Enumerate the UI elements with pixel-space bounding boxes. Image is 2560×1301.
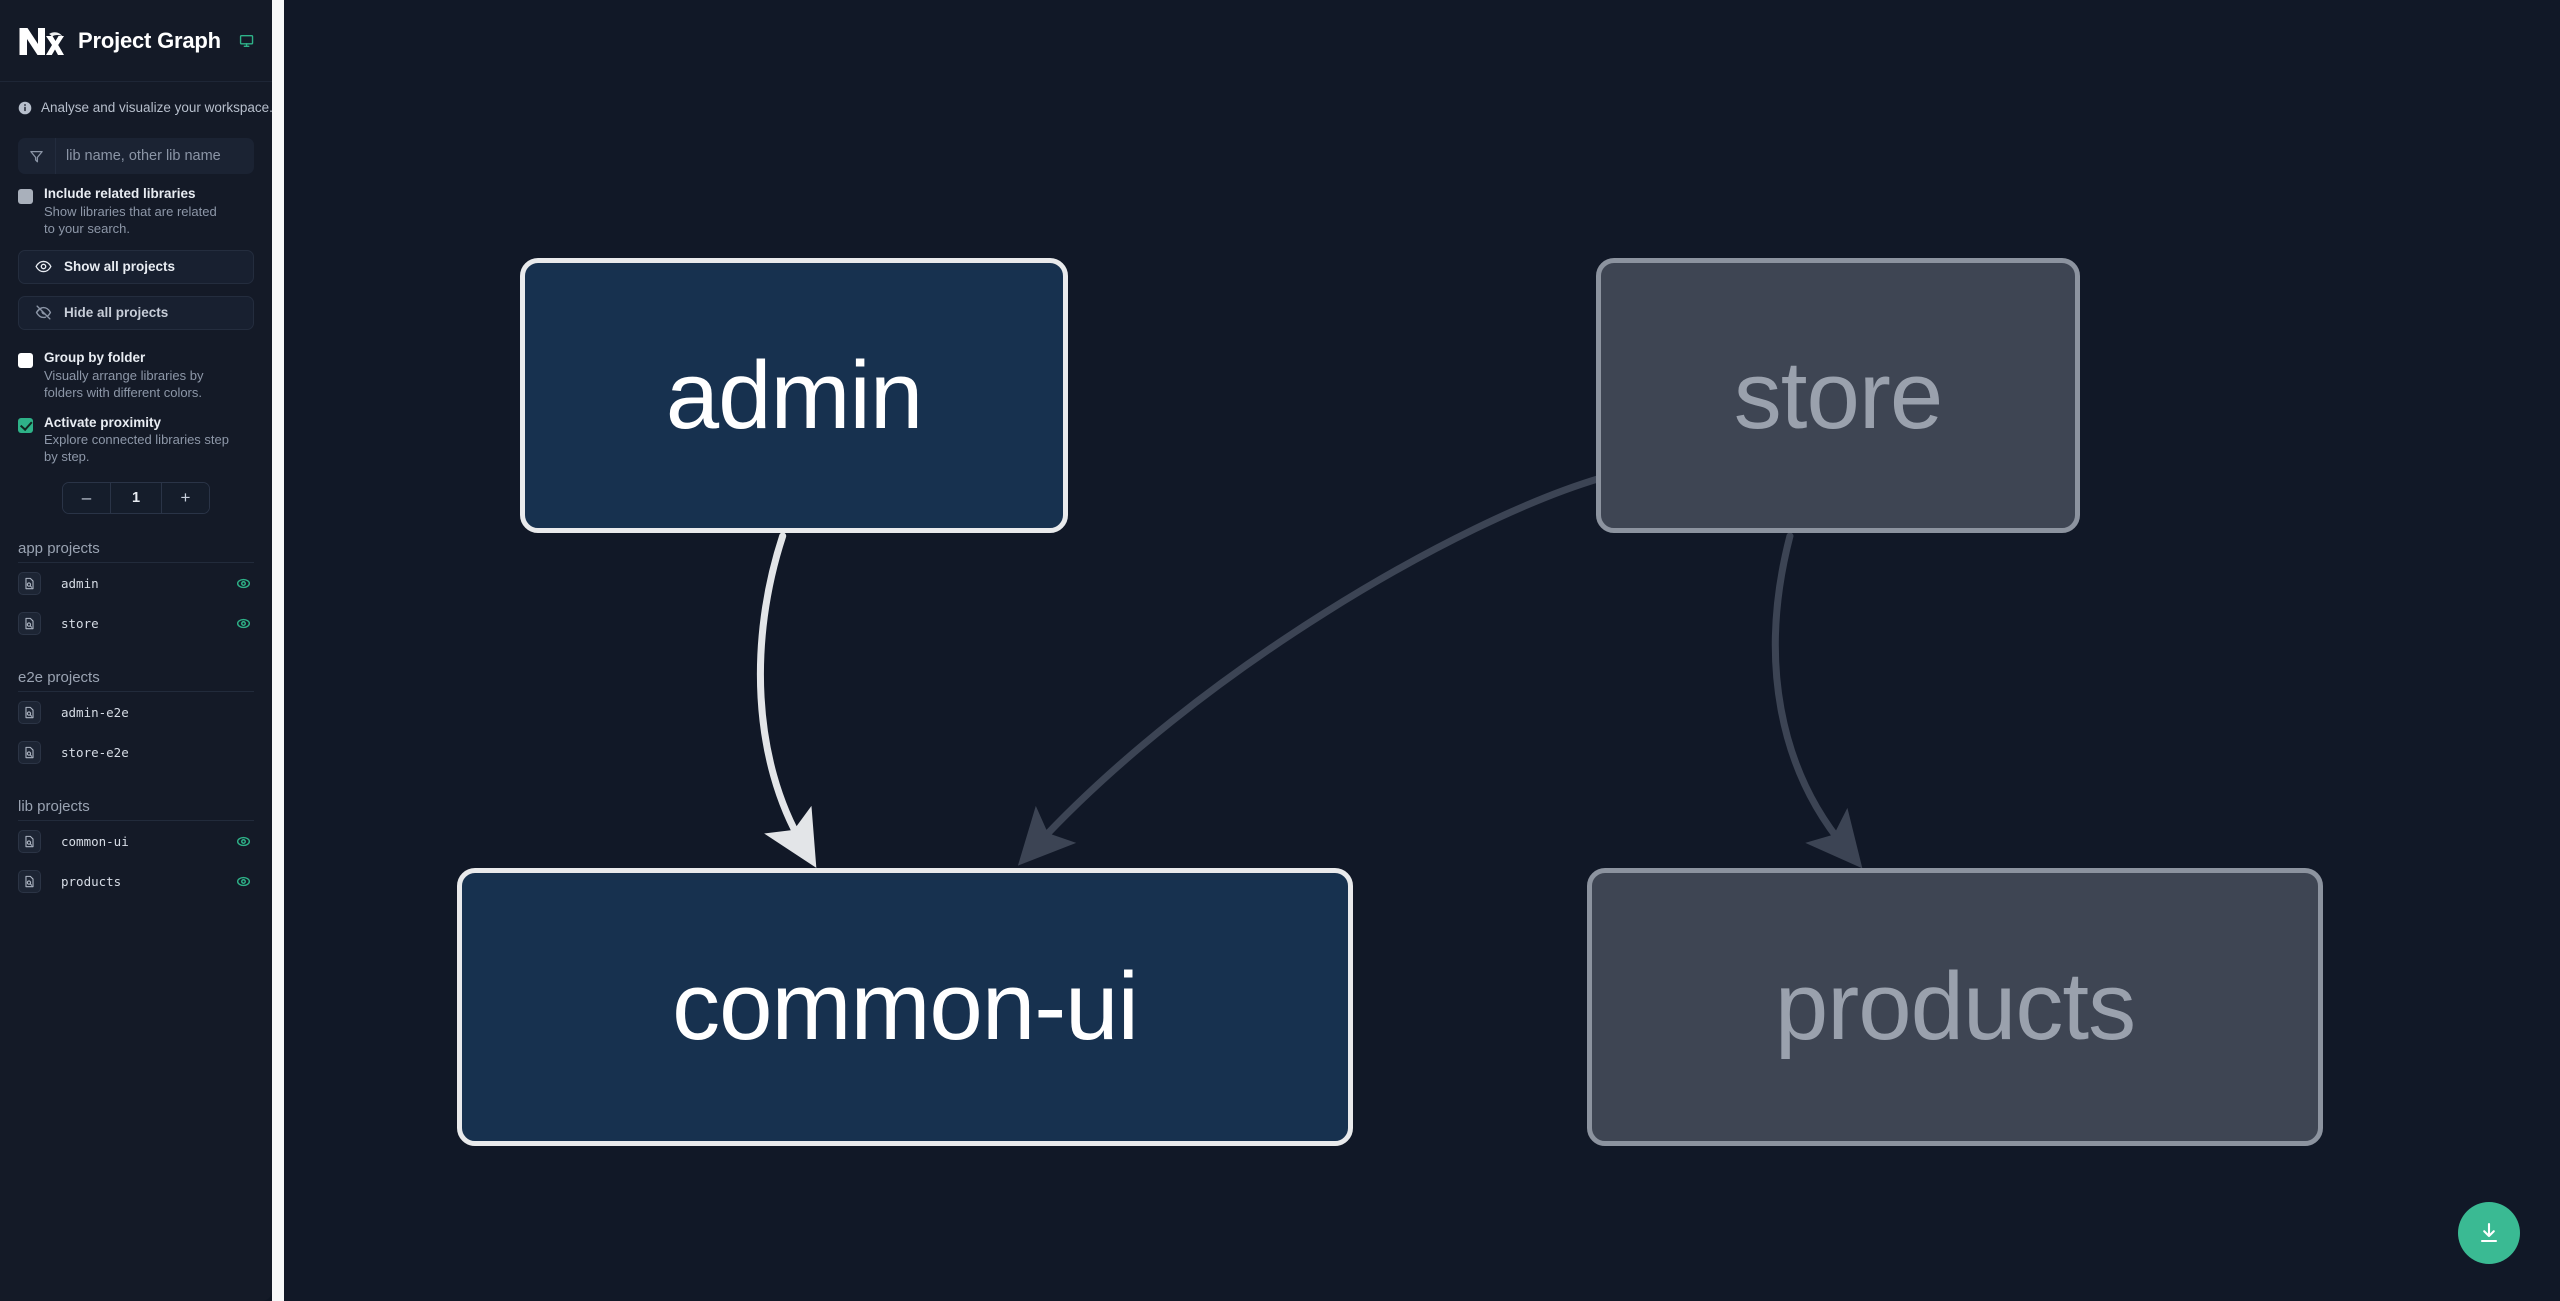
edge-store-to-products bbox=[1771, 532, 1863, 869]
project-row-admin-e2e[interactable]: admin-e2e bbox=[18, 692, 254, 732]
eye-icon[interactable] bbox=[235, 575, 252, 592]
edge-admin-to-common-ui bbox=[756, 532, 817, 868]
project-file-icon bbox=[18, 571, 41, 595]
eye-icon[interactable] bbox=[235, 615, 252, 632]
project-file-icon bbox=[18, 869, 41, 893]
proximity-stepper-row: – 1 + bbox=[0, 482, 272, 515]
page-title: Project Graph bbox=[78, 27, 221, 53]
project-row-store-e2e[interactable]: store-e2e bbox=[18, 732, 254, 772]
info-icon bbox=[18, 101, 32, 115]
hide-all-projects-label: Hide all projects bbox=[64, 305, 169, 321]
option-title: Activate proximity bbox=[44, 414, 162, 430]
filter-icon-box bbox=[18, 138, 56, 175]
project-name: products bbox=[61, 873, 122, 889]
project-name: admin-e2e bbox=[61, 704, 129, 720]
project-row-store[interactable]: store bbox=[18, 603, 254, 643]
search-box[interactable] bbox=[18, 138, 254, 175]
option-texts: Group by folder Visually arrange librari… bbox=[44, 350, 229, 402]
graph-node-products[interactable]: products bbox=[1587, 868, 2323, 1146]
project-group-app: app projects admin store bbox=[0, 540, 272, 643]
tagline-text: Analyse and visualize your workspace. bbox=[41, 100, 272, 115]
graph-node-common-ui[interactable]: common-ui bbox=[457, 868, 1353, 1146]
graph-canvas[interactable]: admin store common-ui products bbox=[272, 0, 2560, 1301]
project-name: admin bbox=[61, 575, 99, 591]
project-name: store bbox=[61, 615, 99, 631]
project-file-icon bbox=[18, 700, 41, 724]
option-include-related-libraries[interactable]: Include related libraries Show libraries… bbox=[0, 174, 272, 238]
project-name: common-ui bbox=[61, 833, 129, 849]
option-description: Visually arrange libraries by folders wi… bbox=[44, 367, 204, 400]
node-label: admin bbox=[665, 341, 923, 449]
option-texts: Include related libraries Show libraries… bbox=[44, 186, 229, 238]
eye-icon[interactable] bbox=[235, 833, 252, 850]
option-activate-proximity[interactable]: Activate proximity Explore connected lib… bbox=[0, 402, 272, 467]
node-label: store bbox=[1733, 341, 1943, 449]
node-label: products bbox=[1774, 953, 2136, 1060]
sidebar: Project Graph Analyse and visualize your… bbox=[0, 0, 272, 1301]
include-related-libraries-checkbox[interactable] bbox=[18, 189, 33, 205]
project-file-icon bbox=[18, 740, 41, 764]
group-title: lib projects bbox=[18, 798, 254, 822]
project-file-icon bbox=[18, 611, 41, 635]
monitor-icon[interactable] bbox=[239, 30, 254, 52]
group-by-folder-checkbox[interactable] bbox=[18, 352, 33, 368]
proximity-increment-button[interactable]: + bbox=[162, 483, 209, 514]
show-all-projects-label: Show all projects bbox=[64, 259, 176, 275]
funnel-icon bbox=[30, 150, 43, 163]
node-label: common-ui bbox=[672, 953, 1139, 1060]
option-title: Group by folder bbox=[44, 349, 146, 365]
eye-icon[interactable] bbox=[235, 873, 252, 890]
download-icon bbox=[2480, 1222, 2498, 1243]
graph-node-store[interactable]: store bbox=[1596, 258, 2080, 533]
proximity-value: 1 bbox=[110, 483, 162, 514]
group-title: app projects bbox=[18, 540, 254, 564]
graph-edges bbox=[756, 474, 1863, 869]
eye-icon bbox=[35, 261, 52, 273]
show-all-projects-button[interactable]: Show all projects bbox=[18, 249, 254, 284]
sidebar-header: Project Graph bbox=[0, 0, 272, 82]
edge-store-to-common-ui bbox=[1017, 474, 1605, 866]
proximity-stepper: – 1 + bbox=[62, 482, 210, 515]
activate-proximity-checkbox[interactable] bbox=[18, 417, 33, 433]
tagline-row: Analyse and visualize your workspace. bbox=[0, 82, 272, 116]
proximity-decrement-button[interactable]: – bbox=[63, 483, 110, 514]
option-texts: Activate proximity Explore connected lib… bbox=[44, 415, 229, 467]
eye-off-icon bbox=[35, 305, 52, 320]
search-input[interactable] bbox=[56, 138, 254, 175]
project-group-lib: lib projects common-ui produ bbox=[0, 798, 272, 901]
option-description: Show libraries that are related to your … bbox=[44, 204, 217, 236]
option-group-by-folder[interactable]: Group by folder Visually arrange librari… bbox=[0, 330, 272, 402]
graph-node-admin[interactable]: admin bbox=[520, 258, 1068, 533]
option-title: Include related libraries bbox=[44, 186, 196, 202]
hide-all-projects-button[interactable]: Hide all projects bbox=[18, 295, 254, 330]
project-row-common-ui[interactable]: common-ui bbox=[18, 821, 254, 861]
project-group-e2e: e2e projects admin-e2e store-e2e bbox=[0, 669, 272, 772]
group-title: e2e projects bbox=[18, 669, 254, 693]
option-description: Explore connected libraries step by step… bbox=[44, 432, 229, 465]
sidebar-divider bbox=[272, 0, 284, 1301]
project-file-icon bbox=[18, 829, 41, 853]
project-row-products[interactable]: products bbox=[18, 861, 254, 901]
project-name: store-e2e bbox=[61, 744, 129, 760]
download-graph-button[interactable] bbox=[2458, 1202, 2520, 1264]
project-row-admin[interactable]: admin bbox=[18, 563, 254, 603]
nx-logo-icon bbox=[19, 27, 64, 55]
